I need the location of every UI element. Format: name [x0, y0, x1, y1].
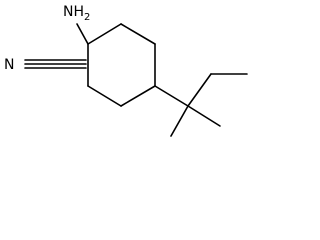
amino-label: NH2	[63, 4, 90, 23]
ring-bond-5	[87, 85, 122, 107]
cyclohexane-ring	[87, 23, 156, 107]
methyl-bond-left	[170, 105, 189, 137]
ring-bond-1	[87, 23, 122, 45]
chemical-structure: NH2 N	[4, 4, 248, 137]
amino-bond	[76, 23, 89, 45]
quaternary-to-methylene-bond	[187, 73, 212, 107]
ring-bond-2	[120, 23, 156, 45]
tert-pentyl-group	[154, 73, 248, 137]
ring-to-quaternary-bond	[154, 85, 189, 107]
amino-nitrogen-symbol: N	[63, 4, 73, 20]
ring-bond-4	[120, 85, 156, 107]
nitrile-nitrogen-label: N	[4, 57, 14, 73]
amino-hydrogen-count: 2	[84, 12, 90, 23]
amino-group: NH2	[63, 4, 90, 45]
methyl-bond-right	[187, 105, 221, 127]
amino-hydrogen-symbol: H	[73, 4, 84, 20]
nitrile-group: N	[4, 57, 87, 73]
